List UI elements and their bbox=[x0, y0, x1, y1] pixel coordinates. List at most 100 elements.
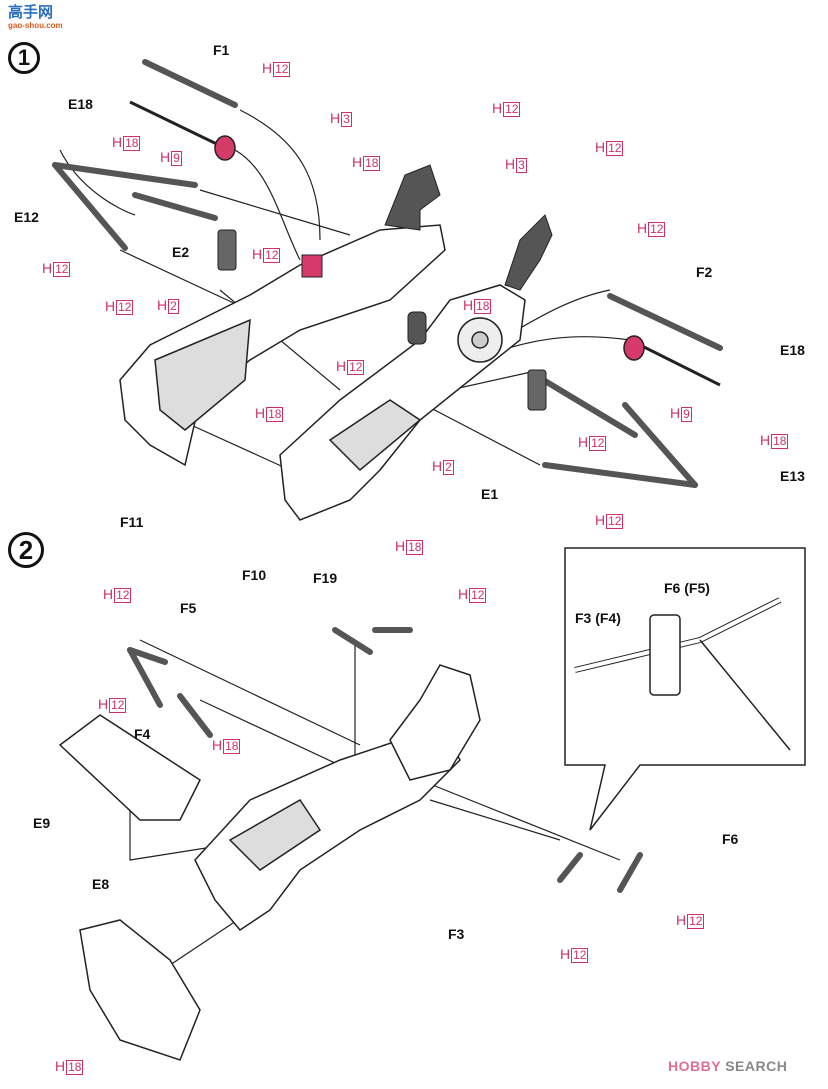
paint-number: 2 bbox=[443, 460, 454, 475]
part-label: F1 bbox=[213, 42, 230, 58]
paint-number: 2 bbox=[168, 299, 179, 314]
shafts-e18 bbox=[129, 100, 721, 387]
paint-number: 12 bbox=[347, 360, 365, 375]
paint-prefix: H bbox=[112, 134, 123, 150]
paint-prefix: H bbox=[670, 405, 681, 421]
paint-prefix: H bbox=[55, 1058, 66, 1074]
paint-number: 18 bbox=[771, 434, 789, 449]
paint-number: 18 bbox=[406, 540, 424, 555]
paint-number: 12 bbox=[116, 300, 134, 315]
paint-number: 12 bbox=[503, 102, 521, 117]
paint-prefix: H bbox=[463, 297, 474, 313]
chassis-assembled bbox=[58, 664, 481, 1061]
paint-prefix: H bbox=[458, 586, 469, 602]
part-label: F19 bbox=[313, 570, 338, 586]
paint-prefix: H bbox=[336, 358, 347, 374]
paint-number: 18 bbox=[123, 136, 141, 151]
paint-prefix: H bbox=[252, 246, 263, 262]
paint-prefix: H bbox=[212, 737, 223, 753]
part-label: E13 bbox=[780, 468, 805, 484]
chassis-f11 bbox=[119, 224, 446, 467]
part-label: E1 bbox=[481, 486, 499, 502]
part-label: F10 bbox=[242, 567, 267, 583]
paint-number: 12 bbox=[606, 141, 624, 156]
step-1-marker: 1 bbox=[8, 42, 40, 74]
paint-prefix: H bbox=[352, 154, 363, 170]
red-mount bbox=[301, 254, 323, 278]
paint-prefix: H bbox=[395, 538, 406, 554]
shocks bbox=[217, 229, 547, 411]
paint-number: 12 bbox=[687, 914, 705, 929]
paint-number: 12 bbox=[469, 588, 487, 603]
paint-prefix: H bbox=[105, 298, 116, 314]
paint-number: 12 bbox=[263, 248, 281, 263]
paint-prefix: H bbox=[255, 405, 266, 421]
paint-number: 9 bbox=[171, 151, 182, 166]
paint-number: 12 bbox=[648, 222, 666, 237]
paint-prefix: H bbox=[595, 139, 606, 155]
paint-number: 12 bbox=[571, 948, 589, 963]
part-label: F11 bbox=[120, 514, 144, 530]
paint-prefix: H bbox=[42, 260, 53, 276]
paint-prefix: H bbox=[760, 432, 771, 448]
paint-prefix: H bbox=[262, 60, 273, 76]
paint-number: 12 bbox=[53, 262, 71, 277]
part-label: E8 bbox=[92, 876, 110, 892]
part-label: F3 (F4) bbox=[575, 610, 621, 626]
rods-step1 bbox=[52, 59, 723, 488]
part-label: F6 (F5) bbox=[664, 580, 710, 596]
paint-number: 18 bbox=[474, 299, 492, 314]
paint-prefix: H bbox=[98, 696, 109, 712]
paint-number: 9 bbox=[681, 407, 692, 422]
part-label: F3 bbox=[448, 926, 465, 942]
part-label: E9 bbox=[33, 815, 51, 831]
paint-prefix: H bbox=[505, 156, 516, 172]
paint-number: 12 bbox=[606, 514, 624, 529]
paint-number: 3 bbox=[516, 158, 527, 173]
paint-prefix: H bbox=[676, 912, 687, 928]
part-label: E18 bbox=[780, 342, 805, 358]
hobbysearch-watermark: HOBBY SEARCH bbox=[668, 1058, 788, 1074]
paint-number: 12 bbox=[109, 698, 127, 713]
part-label: F6 bbox=[722, 831, 739, 847]
paint-prefix: H bbox=[330, 110, 341, 126]
paint-prefix: H bbox=[492, 100, 503, 116]
paint-prefix: H bbox=[157, 297, 168, 313]
paint-prefix: H bbox=[595, 512, 606, 528]
fins bbox=[384, 164, 553, 345]
paint-number: 12 bbox=[114, 588, 132, 603]
paint-prefix: H bbox=[432, 458, 443, 474]
paint-prefix: H bbox=[578, 434, 589, 450]
paint-number: 12 bbox=[589, 436, 607, 451]
rods-step2 bbox=[127, 627, 643, 893]
paint-prefix: H bbox=[560, 946, 571, 962]
paint-number: 18 bbox=[223, 739, 241, 754]
